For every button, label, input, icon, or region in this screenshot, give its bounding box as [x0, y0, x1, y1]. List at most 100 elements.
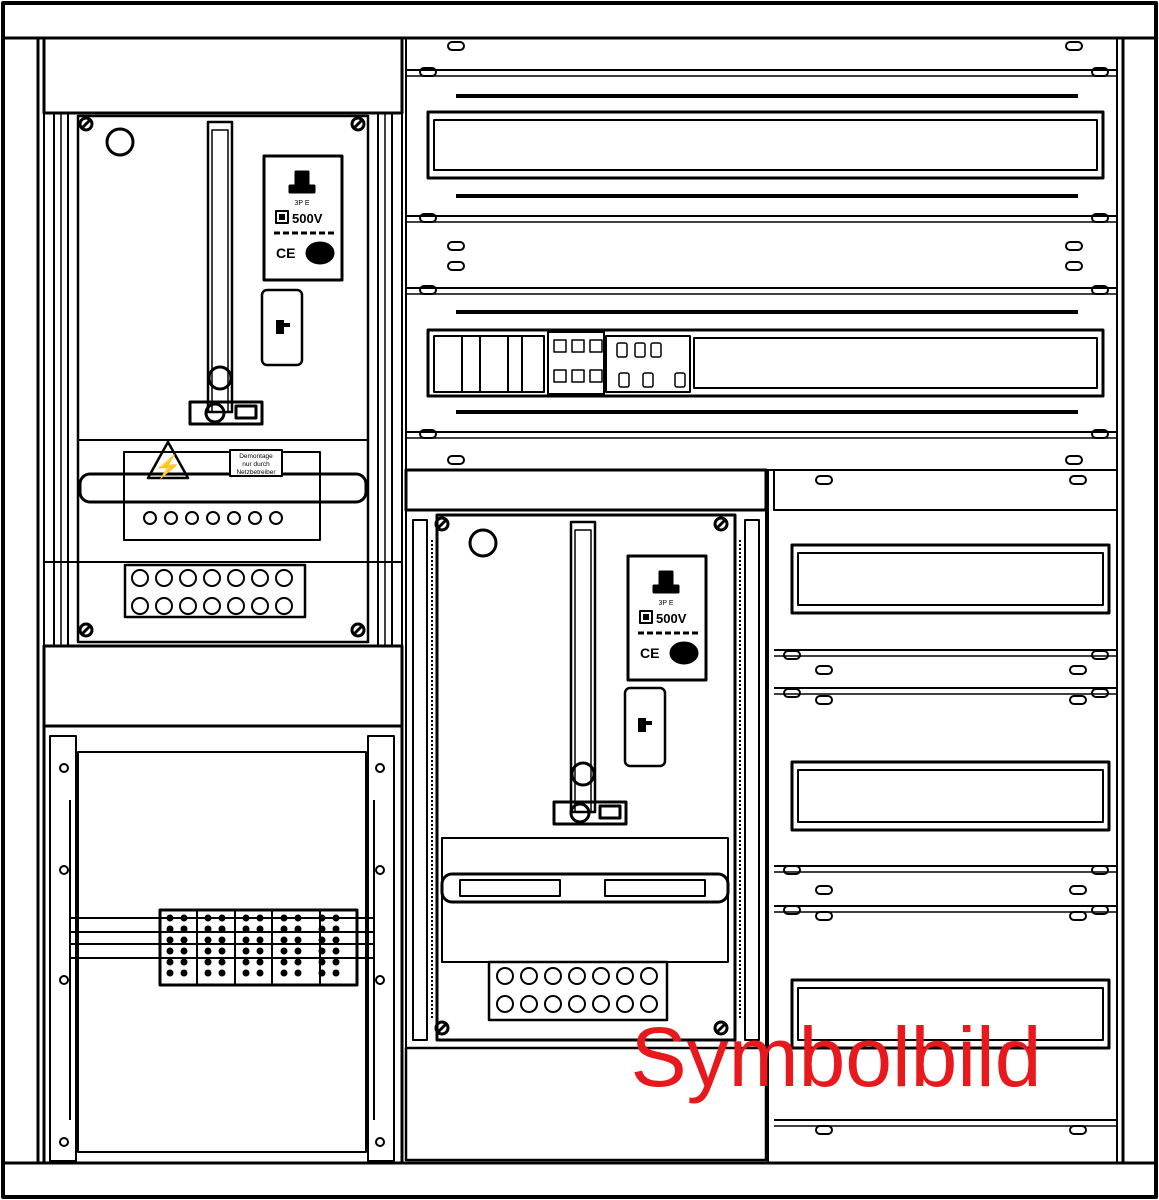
terminal-dot [294, 958, 302, 966]
terminal-dot [318, 969, 326, 977]
terminal-hole [592, 967, 610, 985]
rail-screw [59, 865, 69, 875]
terminal-dot [218, 958, 226, 966]
terminal-hole [251, 597, 269, 615]
terminal-hole [616, 995, 634, 1013]
mounting-slot [447, 41, 465, 51]
mounting-slot [815, 885, 833, 895]
mounting-slot [1065, 41, 1083, 51]
demontage-line-2: nur durch [242, 461, 270, 468]
meter-ce-label: CE [276, 245, 295, 261]
terminal-dot [204, 914, 212, 922]
terminal-hole [640, 967, 658, 985]
terminal-dot [204, 936, 212, 944]
terminal-dot [280, 958, 288, 966]
terminal-dot [318, 947, 326, 955]
rail-screw [375, 1137, 385, 1147]
mounting-slot [815, 911, 833, 921]
mounting-slot [1069, 695, 1087, 705]
mounting-slot [447, 261, 465, 271]
terminal-hole [544, 995, 562, 1013]
mounting-slot [419, 213, 437, 223]
breaker-knob [553, 339, 567, 353]
terminal-hole [520, 967, 538, 985]
mounting-slot [1091, 285, 1109, 295]
terminal-dot [180, 947, 188, 955]
meter-pole-label: 3P E [294, 200, 309, 207]
breaker-knob [571, 369, 585, 383]
terminal-dot [204, 958, 212, 966]
mounting-slot [419, 67, 437, 77]
terminal-dot [256, 936, 264, 944]
terminal-dot [218, 936, 226, 944]
terminal-field-left-bottom [42, 724, 404, 1165]
mounting-slot [1091, 865, 1109, 875]
terminal-hole [206, 511, 220, 525]
terminal-dot [166, 958, 174, 966]
terminal-dot [256, 958, 264, 966]
mounting-slot [1069, 1125, 1087, 1135]
meter2-pole-label: 3P E [658, 600, 673, 607]
mounting-slot [783, 688, 801, 698]
rail-screw [375, 763, 385, 773]
mounting-slot [815, 695, 833, 705]
terminal-hole [640, 995, 658, 1013]
terminal-hole [155, 597, 173, 615]
terminal-dot [166, 914, 174, 922]
mounting-slot [783, 905, 801, 915]
terminal-dot [204, 969, 212, 977]
breaker-toggle [650, 342, 662, 358]
mounting-slot [1069, 665, 1087, 675]
terminal-dot [332, 936, 340, 944]
terminal-dot [256, 947, 264, 955]
terminal-dot [294, 947, 302, 955]
terminal-hole [131, 569, 149, 587]
watermark-text: Symbolbild [631, 1010, 1042, 1104]
terminal-hole [251, 569, 269, 587]
breaker-toggle [642, 372, 654, 388]
terminal-dot [242, 936, 250, 944]
terminal-dot [180, 969, 188, 977]
terminal-hole [185, 511, 199, 525]
terminal-dot [256, 969, 264, 977]
screw-icon [713, 1020, 729, 1036]
terminal-dot [218, 969, 226, 977]
mounting-slot [815, 475, 833, 485]
rail-screw [59, 975, 69, 985]
terminal-hole [131, 597, 149, 615]
meter2-voltage-label: 500V [656, 611, 687, 626]
mounting-slot [1091, 429, 1109, 439]
terminal-dot [166, 925, 174, 933]
terminal-hole [275, 597, 293, 615]
breaker-knob [589, 339, 603, 353]
rail-screw [375, 975, 385, 985]
mounting-slot [783, 650, 801, 660]
demontage-line-3: Netzbetreiber [236, 469, 276, 476]
rail-screw [375, 865, 385, 875]
terminal-dot [242, 947, 250, 955]
terminal-dot [280, 936, 288, 944]
din-rail-field-bottom [767, 469, 1118, 1164]
terminal-dot [294, 969, 302, 977]
breaker-toggle [674, 372, 686, 388]
terminal-dot [318, 958, 326, 966]
terminal-hole [203, 597, 221, 615]
terminal-hole [155, 569, 173, 587]
terminal-dot [280, 914, 288, 922]
terminal-dot [318, 914, 326, 922]
terminal-dot [180, 914, 188, 922]
mounting-slot [1091, 213, 1109, 223]
screw-icon [78, 622, 94, 638]
terminal-hole [179, 597, 197, 615]
terminal-dot [318, 936, 326, 944]
breaker-toggle [618, 372, 630, 388]
terminal-dot [166, 969, 174, 977]
terminal-hole [592, 995, 610, 1013]
terminal-dot [166, 947, 174, 955]
mounting-slot [815, 1125, 833, 1135]
terminal-dot [242, 969, 250, 977]
terminal-hole [496, 995, 514, 1013]
din-rail-field-top [405, 37, 1118, 471]
terminal-dot [180, 958, 188, 966]
